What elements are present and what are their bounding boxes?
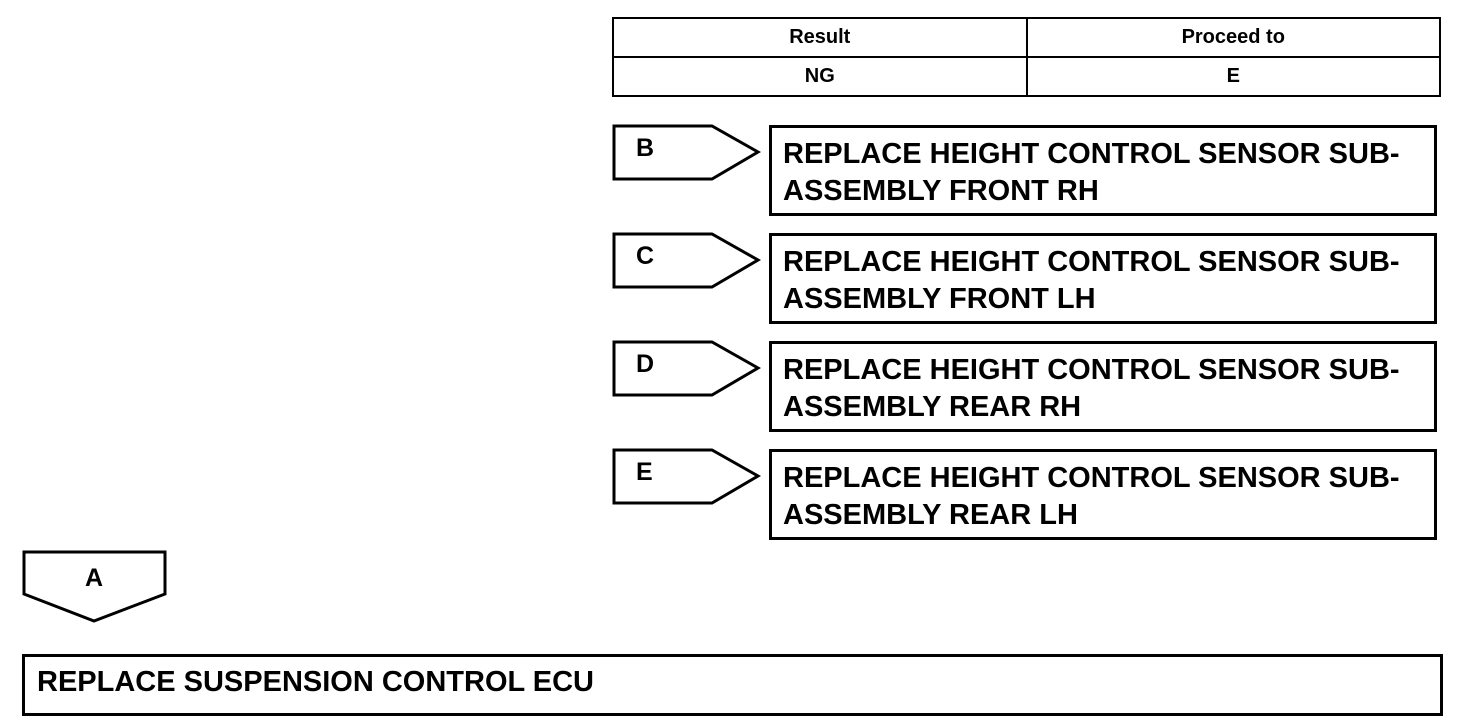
action-line-1: REPLACE HEIGHT CONTROL SENSOR SUB-	[783, 246, 1400, 278]
action-line-1: REPLACE HEIGHT CONTROL SENSOR SUB-	[783, 462, 1400, 494]
branch-tag-letter: B	[636, 134, 655, 162]
action-line-2: ASSEMBLY FRONT LH	[783, 283, 1096, 315]
branch-tag-letter: C	[636, 242, 655, 270]
action-line-2: ASSEMBLY REAR LH	[783, 499, 1078, 531]
branch-tag-c: C	[612, 232, 762, 290]
down-arrow-tag-icon	[22, 550, 167, 623]
action-line-2: ASSEMBLY FRONT RH	[783, 175, 1099, 207]
result-table-row: NG E	[612, 56, 1441, 97]
branch-tag-d: D	[612, 340, 762, 398]
action-box-c: REPLACE HEIGHT CONTROL SENSOR SUB- ASSEM…	[769, 233, 1437, 324]
result-header: Result	[612, 17, 1028, 58]
right-arrow-tag-icon	[612, 340, 762, 397]
proceed-to-value: E	[1025, 56, 1441, 97]
branch-tag-e: E	[612, 448, 762, 506]
final-action-box: REPLACE SUSPENSION CONTROL ECU	[22, 654, 1443, 716]
action-box-d: REPLACE HEIGHT CONTROL SENSOR SUB- ASSEM…	[769, 341, 1437, 432]
result-table-header-row: Result Proceed to	[612, 17, 1441, 58]
right-arrow-tag-icon	[612, 448, 762, 505]
result-value: NG	[612, 56, 1028, 97]
branch-tag-letter: E	[636, 458, 653, 486]
branch-tag-letter: D	[636, 350, 655, 378]
right-arrow-tag-icon	[612, 232, 762, 289]
action-box-e: REPLACE HEIGHT CONTROL SENSOR SUB- ASSEM…	[769, 449, 1437, 540]
result-table: Result Proceed to NG E	[612, 17, 1441, 97]
proceed-to-header: Proceed to	[1025, 17, 1441, 58]
action-line-1: REPLACE HEIGHT CONTROL SENSOR SUB-	[783, 138, 1400, 170]
action-line-2: ASSEMBLY REAR RH	[783, 391, 1082, 423]
branch-tag-a: A	[22, 550, 168, 624]
branch-tag-letter: A	[84, 564, 104, 592]
branch-tag-b: B	[612, 124, 762, 182]
right-arrow-tag-icon	[612, 124, 762, 181]
action-line-1: REPLACE HEIGHT CONTROL SENSOR SUB-	[783, 354, 1400, 386]
action-box-b: REPLACE HEIGHT CONTROL SENSOR SUB- ASSEM…	[769, 125, 1437, 216]
